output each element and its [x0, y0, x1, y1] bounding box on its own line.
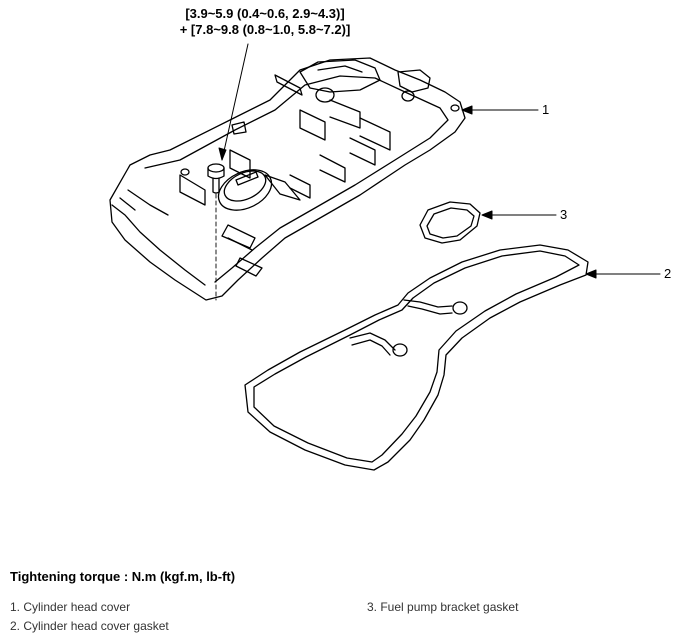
torque-spec-line-1: [3.9~5.9 (0.4~0.6, 2.9~4.3)]: [185, 6, 345, 21]
exploded-diagram: [109, 43, 661, 471]
cylinder-head-cover: [109, 57, 466, 301]
callout-number-2: 2: [664, 266, 672, 281]
callout-2-arrow: [585, 269, 597, 279]
callout-1-arrow: [461, 105, 473, 115]
torque-spec-line-2: + [7.8~9.8 (0.8~1.0, 5.8~7.2)]: [179, 22, 351, 37]
tightening-torque-heading: Tightening torque : N.m (kgf.m, lb-ft): [10, 569, 236, 584]
callout-leaders: [461, 105, 661, 279]
legend-item-cylinder-head-cover: 1. Cylinder head cover: [10, 600, 131, 614]
cylinder-head-cover-gasket: [244, 244, 589, 471]
callout-3-arrow: [481, 210, 493, 220]
torque-leader-arrow: [218, 147, 227, 161]
bolt: [207, 163, 225, 194]
torque-leader-line: [221, 43, 249, 161]
fuel-pump-bracket-gasket: [419, 201, 481, 244]
legend-item-cylinder-head-cover-gasket: 2. Cylinder head cover gasket: [10, 619, 169, 633]
legend-item-fuel-pump-bracket-gasket: 3. Fuel pump bracket gasket: [367, 600, 519, 614]
callout-number-1: 1: [542, 102, 550, 117]
callout-number-3: 3: [560, 207, 568, 222]
